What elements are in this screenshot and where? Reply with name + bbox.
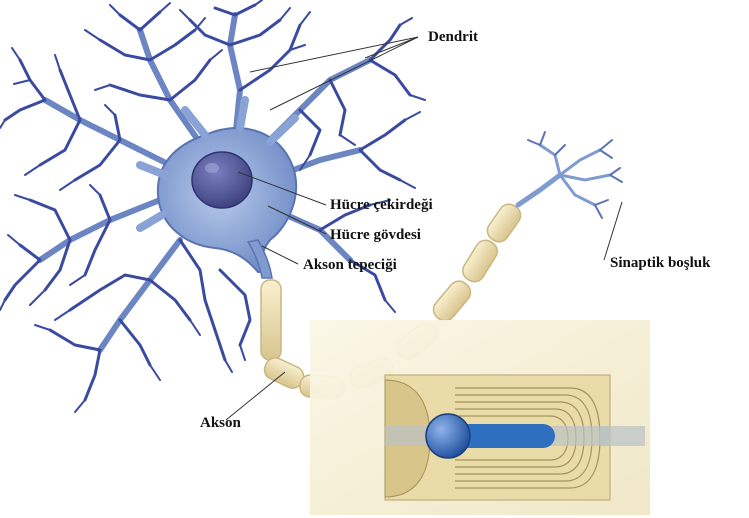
axon-hillock-label: Akson tepeciği [303,258,397,273]
axon-label: Akson [200,416,241,431]
axon-terminal [518,132,622,218]
cell-body-label: Hücre gövdesi [330,228,421,243]
synaptic-gap-label: Sinaptik boşluk [610,256,710,271]
myelin-inset [310,320,650,515]
nucleus [192,152,252,208]
nucleus-label: Hücre çekirdeği [330,198,433,213]
dendrite-label: Dendrit [428,30,478,45]
